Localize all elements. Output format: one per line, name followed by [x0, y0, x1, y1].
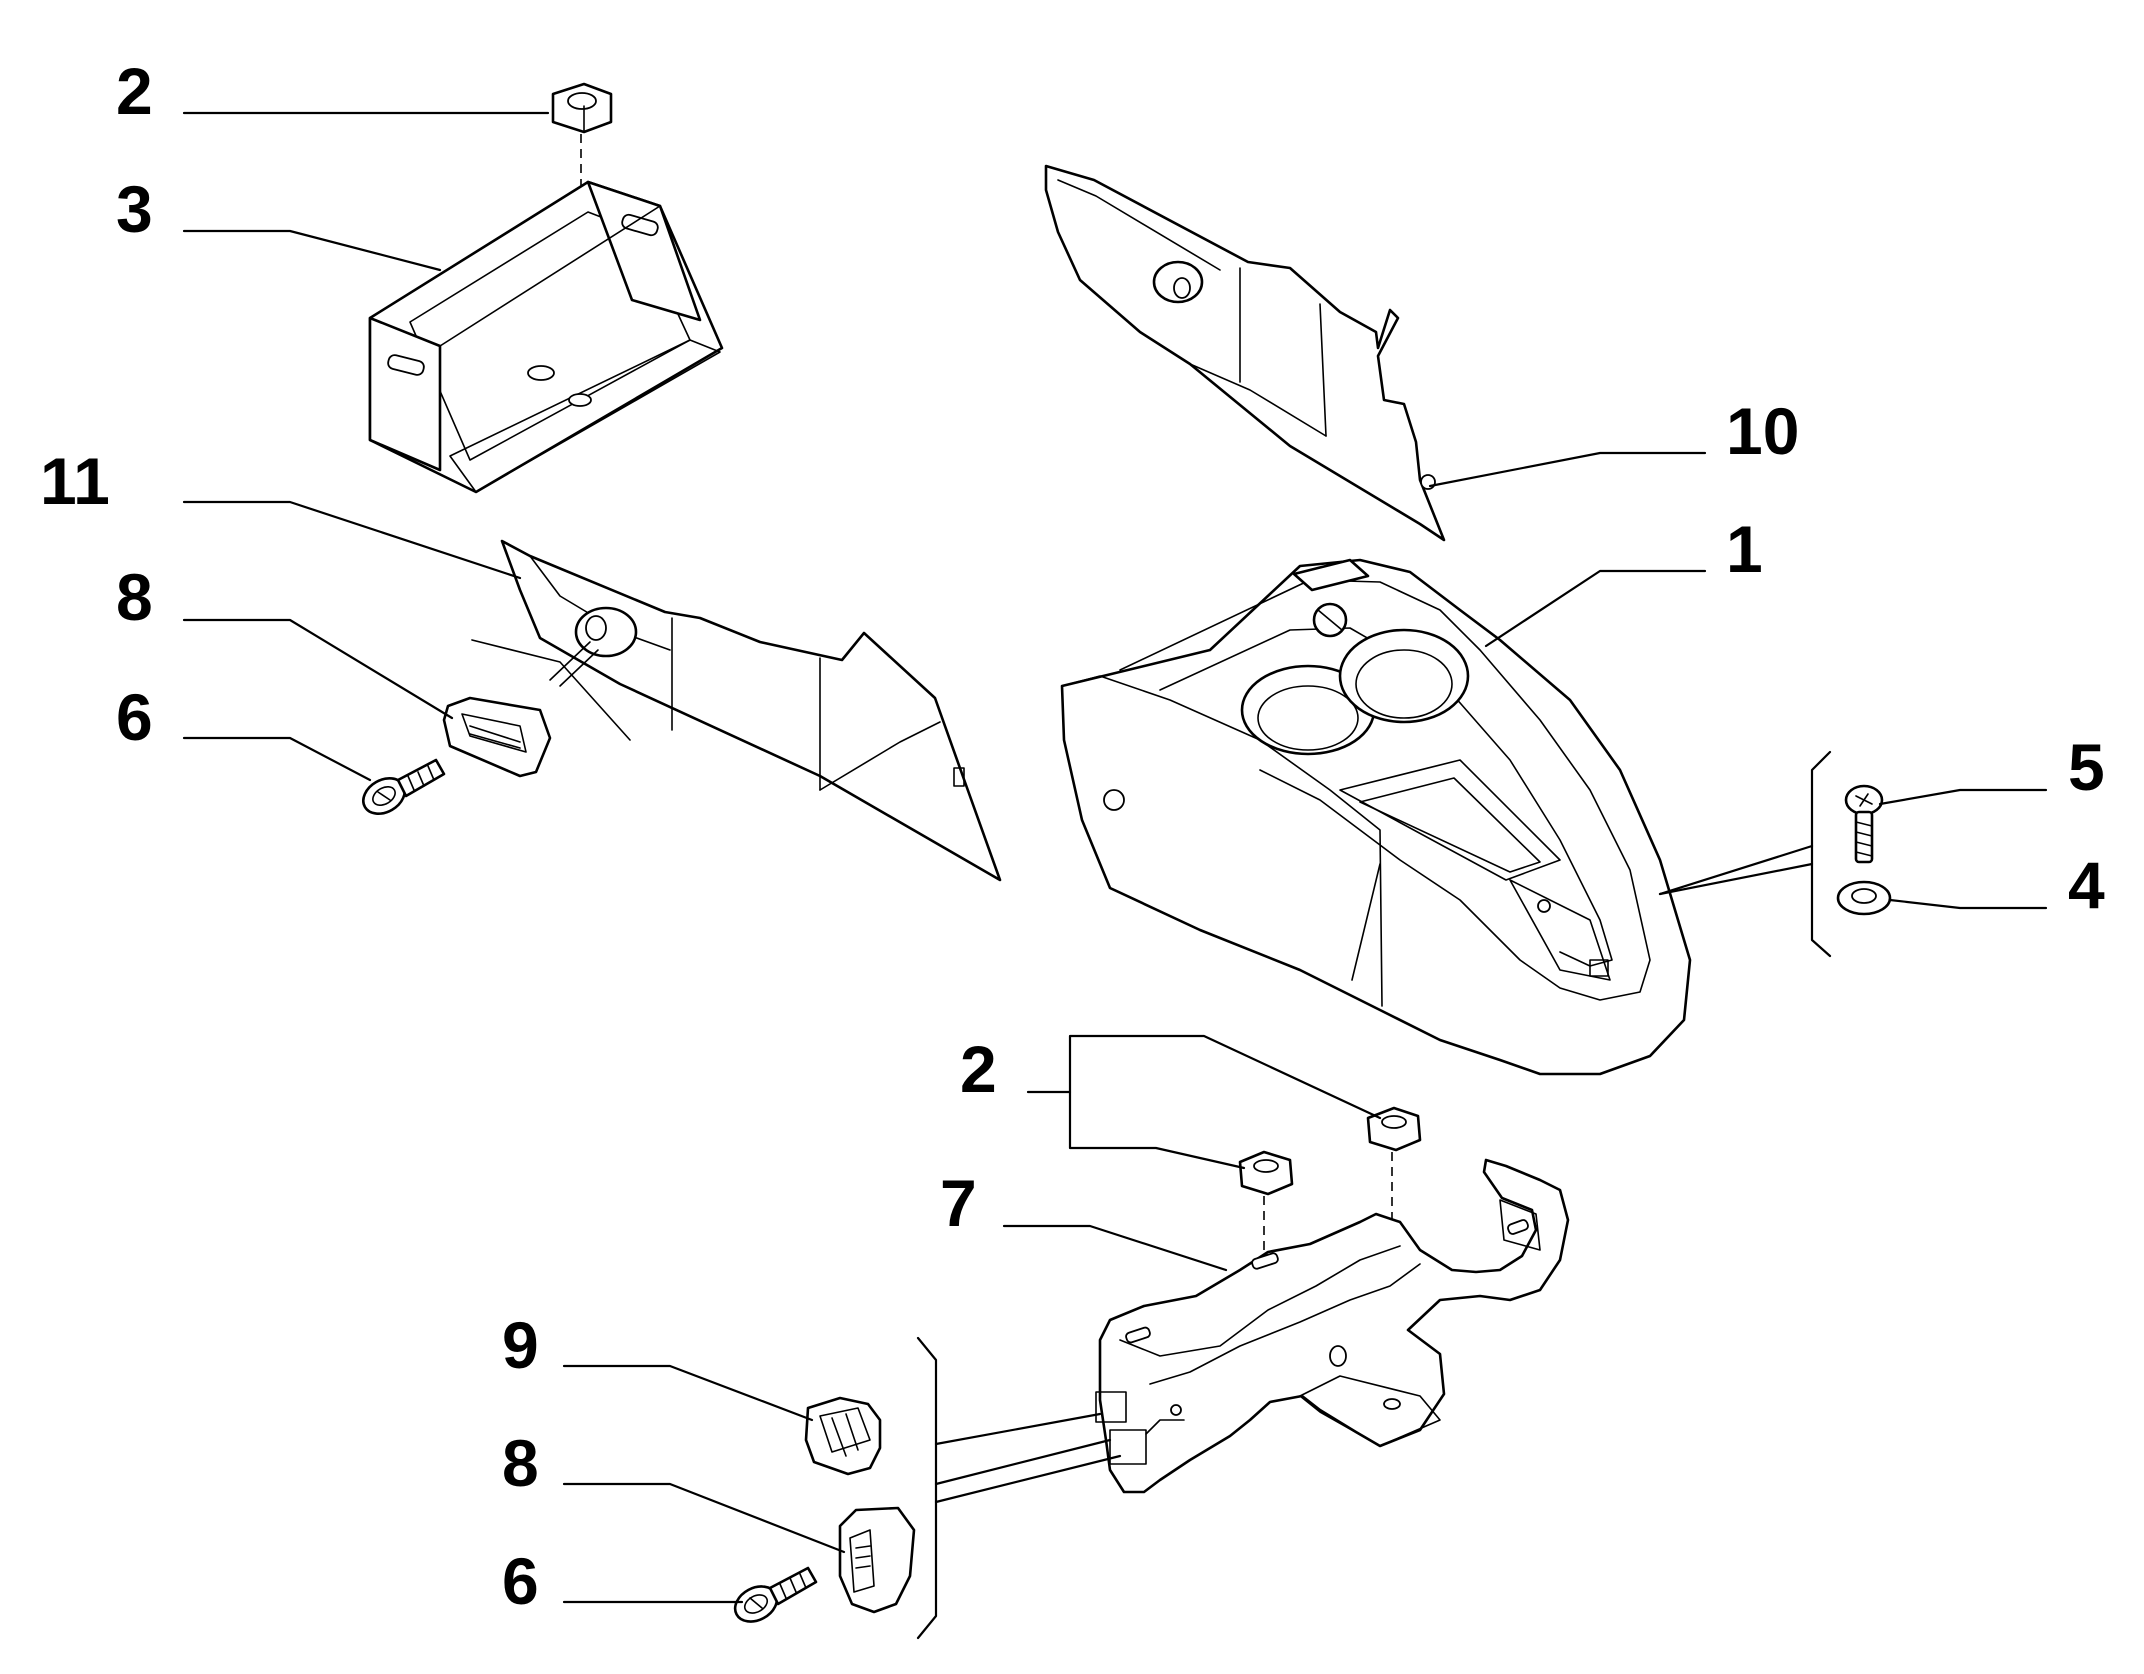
leader-lines [182, 111, 2048, 1640]
part-2-nut-top [551, 82, 613, 134]
leader-11 [182, 500, 522, 580]
part-1-center-console [1060, 558, 1692, 1076]
callout-7: 7 [940, 1166, 977, 1240]
part-3-tray [368, 180, 724, 494]
group-leader-bottom-a [934, 1412, 1102, 1446]
leader-2-bottom [1026, 1034, 1382, 1120]
part-8-clip-top [442, 696, 552, 778]
callout-1: 1 [1726, 512, 1763, 586]
callout-8-bottom: 8 [502, 1426, 539, 1500]
group-leader-right-a [1658, 844, 1814, 896]
part-7-bracket [1095, 1158, 1570, 1494]
part-5-bolt [1844, 784, 1884, 864]
callout-labels: 2 3 11 8 6 10 1 5 4 2 7 9 8 6 [40, 54, 2105, 1618]
group-bracket-right [1810, 750, 1832, 958]
part-9-clip [804, 1396, 882, 1476]
callout-2-bottom: 2 [960, 1032, 997, 1106]
part-10-side-panel [1044, 164, 1446, 542]
leader-10 [1428, 451, 1707, 488]
part-8-clip-bottom [838, 1506, 916, 1614]
leader-5 [1878, 788, 2048, 806]
leader-7 [1002, 1224, 1228, 1272]
group-bracket-bottom [916, 1336, 938, 1640]
group-leader-bottom-b [934, 1438, 1112, 1486]
callout-10: 10 [1726, 394, 1799, 468]
leader-6-top [182, 736, 372, 782]
callout-9: 9 [502, 1308, 539, 1382]
leader-8-top [182, 618, 454, 720]
leader-3 [182, 229, 442, 272]
callout-6-bottom: 6 [502, 1544, 539, 1618]
leader-1 [1484, 569, 1707, 648]
leader-9 [562, 1364, 814, 1422]
callout-6-top: 6 [116, 680, 153, 754]
part-6-screw-top [362, 758, 446, 815]
part-4-washer [1836, 880, 1892, 916]
callout-4: 4 [2068, 848, 2105, 922]
part-2-nut-bottom-right [1366, 1106, 1422, 1152]
group-leader-right-b [1658, 862, 1814, 896]
callout-11: 11 [40, 444, 110, 518]
callout-5: 5 [2068, 730, 2105, 804]
callout-3: 3 [116, 172, 153, 246]
part-2-nut-bottom-left [1238, 1150, 1294, 1196]
group-leader-bottom-c [934, 1454, 1122, 1504]
leader-2-bottom-b [1068, 1090, 1246, 1170]
callout-8-top: 8 [116, 560, 153, 634]
part-6-screw-bottom [733, 1566, 818, 1623]
part-11-side-panel [471, 539, 1002, 882]
callout-2-top: 2 [116, 54, 153, 128]
leader-8-bottom [562, 1482, 846, 1554]
leader-4 [1888, 898, 2048, 910]
